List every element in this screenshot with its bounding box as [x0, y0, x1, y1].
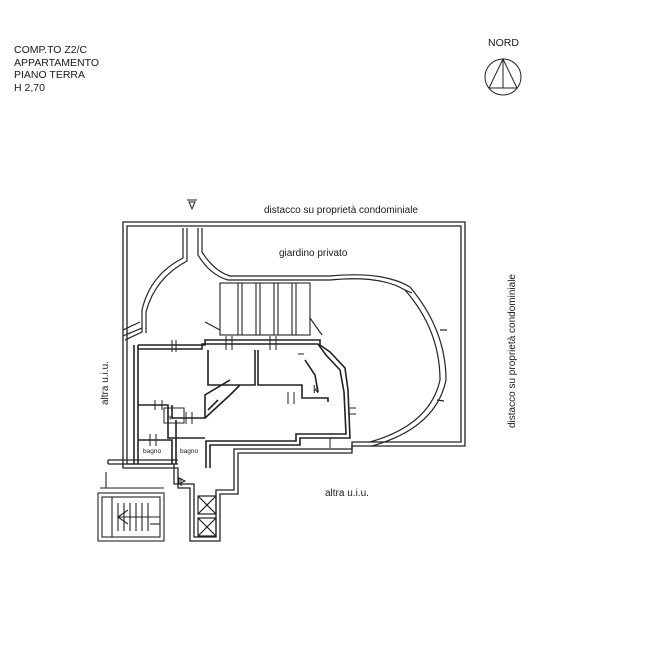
label-left-neighbor: altra u.i.u. — [100, 361, 111, 405]
header-line-unit: COMP.TO Z2/C — [14, 44, 88, 56]
garden-outline — [197, 228, 447, 447]
left-garden-curve — [122, 228, 188, 341]
header-line-height: H 2,70 — [14, 81, 45, 94]
compass-label: NORD — [488, 37, 519, 49]
label-top-boundary: distacco su proprietà condominiale — [264, 205, 418, 216]
wall-markers — [149, 336, 356, 448]
label-right-boundary: distacco su proprietà condominiale — [507, 274, 518, 428]
storage-closet — [163, 407, 185, 424]
skylight-block — [204, 282, 323, 336]
label-bottom-neighbor: altra u.i.u. — [325, 488, 369, 499]
entrance-arrow-icon — [178, 199, 197, 486]
stairwell — [97, 472, 165, 542]
label-storage: rip. — [167, 415, 175, 421]
label-garden: giardino privato — [279, 248, 348, 259]
label-kitchen: k — [313, 384, 319, 396]
header-line-type: APPARTAMENTO — [14, 56, 99, 69]
north-compass-icon — [484, 57, 522, 96]
outer-boundary — [107, 221, 466, 542]
apartment-walls — [133, 339, 351, 468]
drawing-header: COMP.TO Z2/C APPARTAMENTO PIANO TERRA H … — [14, 44, 99, 94]
elevator-shafts — [197, 495, 217, 537]
label-bath-1: bagno — [143, 448, 161, 455]
label-bath-2: bagno — [180, 448, 198, 455]
header-line-floor: PIANO TERRA — [14, 69, 85, 81]
